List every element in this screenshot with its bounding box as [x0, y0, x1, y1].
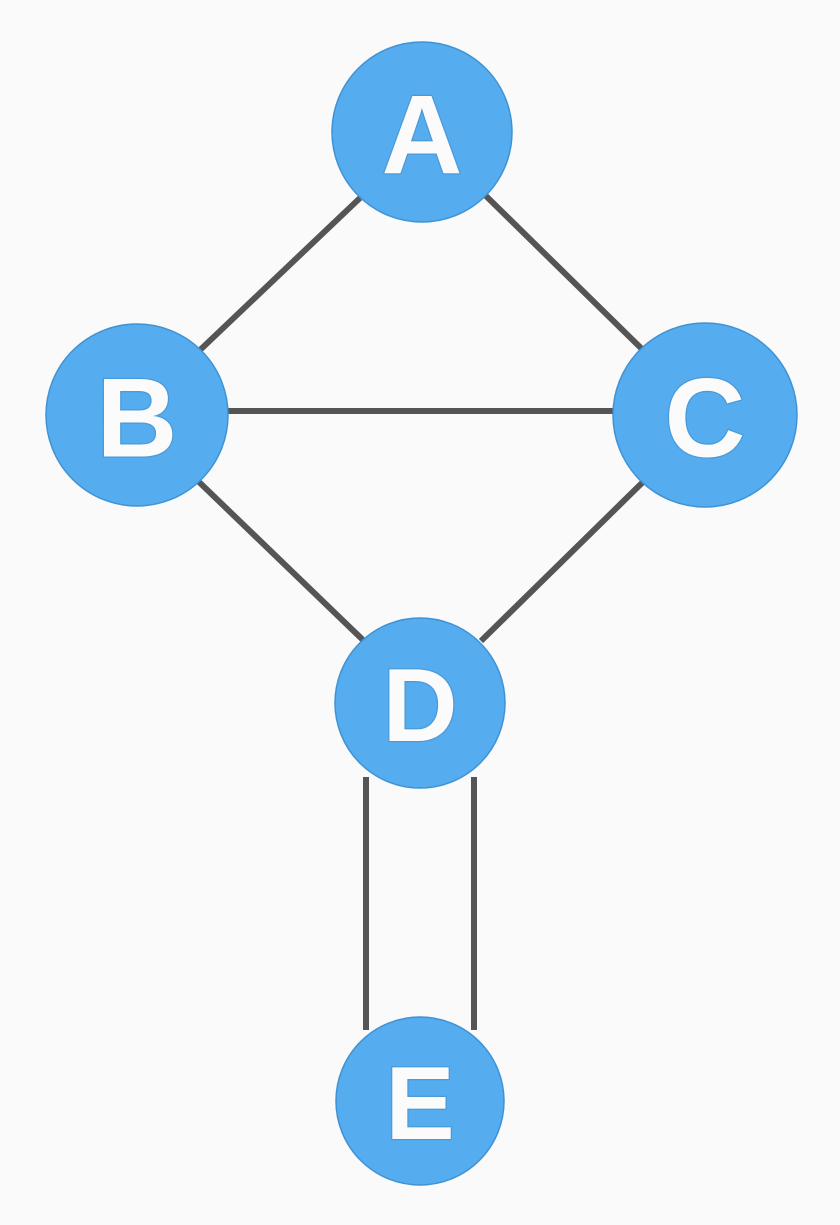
node-label-c: C: [665, 356, 746, 481]
node-circle-d[interactable]: [334, 617, 506, 789]
graph-node-e[interactable]: E: [335, 1016, 505, 1186]
node-label-e: E: [385, 1046, 454, 1162]
node-circle-c[interactable]: [612, 322, 798, 508]
graph-node-c[interactable]: C: [612, 322, 798, 508]
graph-edge-a-b[interactable]: [196, 195, 363, 354]
node-circle-a[interactable]: [331, 41, 513, 223]
graph-node-b[interactable]: B: [45, 323, 229, 507]
nodes-layer: A B C D E: [45, 41, 798, 1186]
graph-edge-c-d[interactable]: [478, 478, 647, 644]
edges-layer: [195, 193, 648, 1030]
node-label-b: B: [97, 356, 178, 481]
node-label-a: A: [382, 73, 463, 198]
node-circle-b[interactable]: [45, 323, 229, 507]
graph-edge-a-c[interactable]: [483, 193, 648, 355]
node-circle-e[interactable]: [335, 1016, 505, 1186]
node-label-d: D: [382, 648, 457, 764]
graph-edge-b-d[interactable]: [195, 478, 366, 643]
graph-node-d[interactable]: D: [334, 617, 506, 789]
graph-node-a[interactable]: A: [331, 41, 513, 223]
